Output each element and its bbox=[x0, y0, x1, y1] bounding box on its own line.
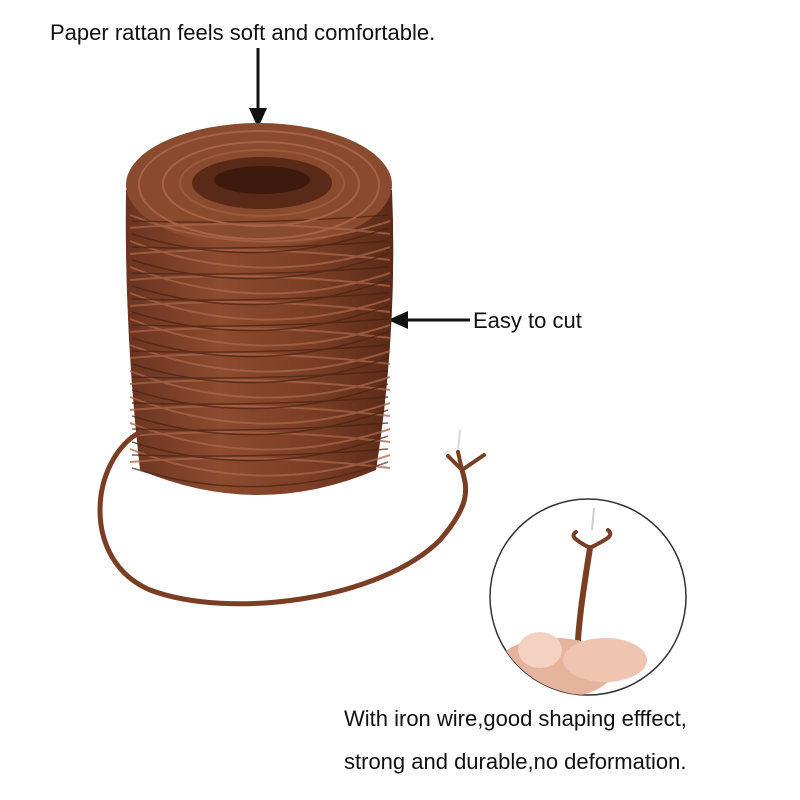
caption-iron-wire-line2: strong and durable,no deformation. bbox=[344, 749, 687, 774]
arrow-down-icon bbox=[249, 48, 267, 128]
hand-finger bbox=[563, 638, 647, 682]
loose-rattan-strand bbox=[97, 429, 486, 607]
caption-iron-wire-line1: With iron wire,good shaping efffect, bbox=[344, 706, 687, 731]
arrow-left-icon bbox=[388, 311, 470, 329]
caption-easy-to-cut: Easy to cut bbox=[473, 308, 582, 333]
detail-inset-circle bbox=[489, 498, 687, 696]
caption-soft-comfortable: Paper rattan feels soft and comfortable. bbox=[50, 20, 436, 45]
rattan-spool bbox=[125, 123, 394, 495]
